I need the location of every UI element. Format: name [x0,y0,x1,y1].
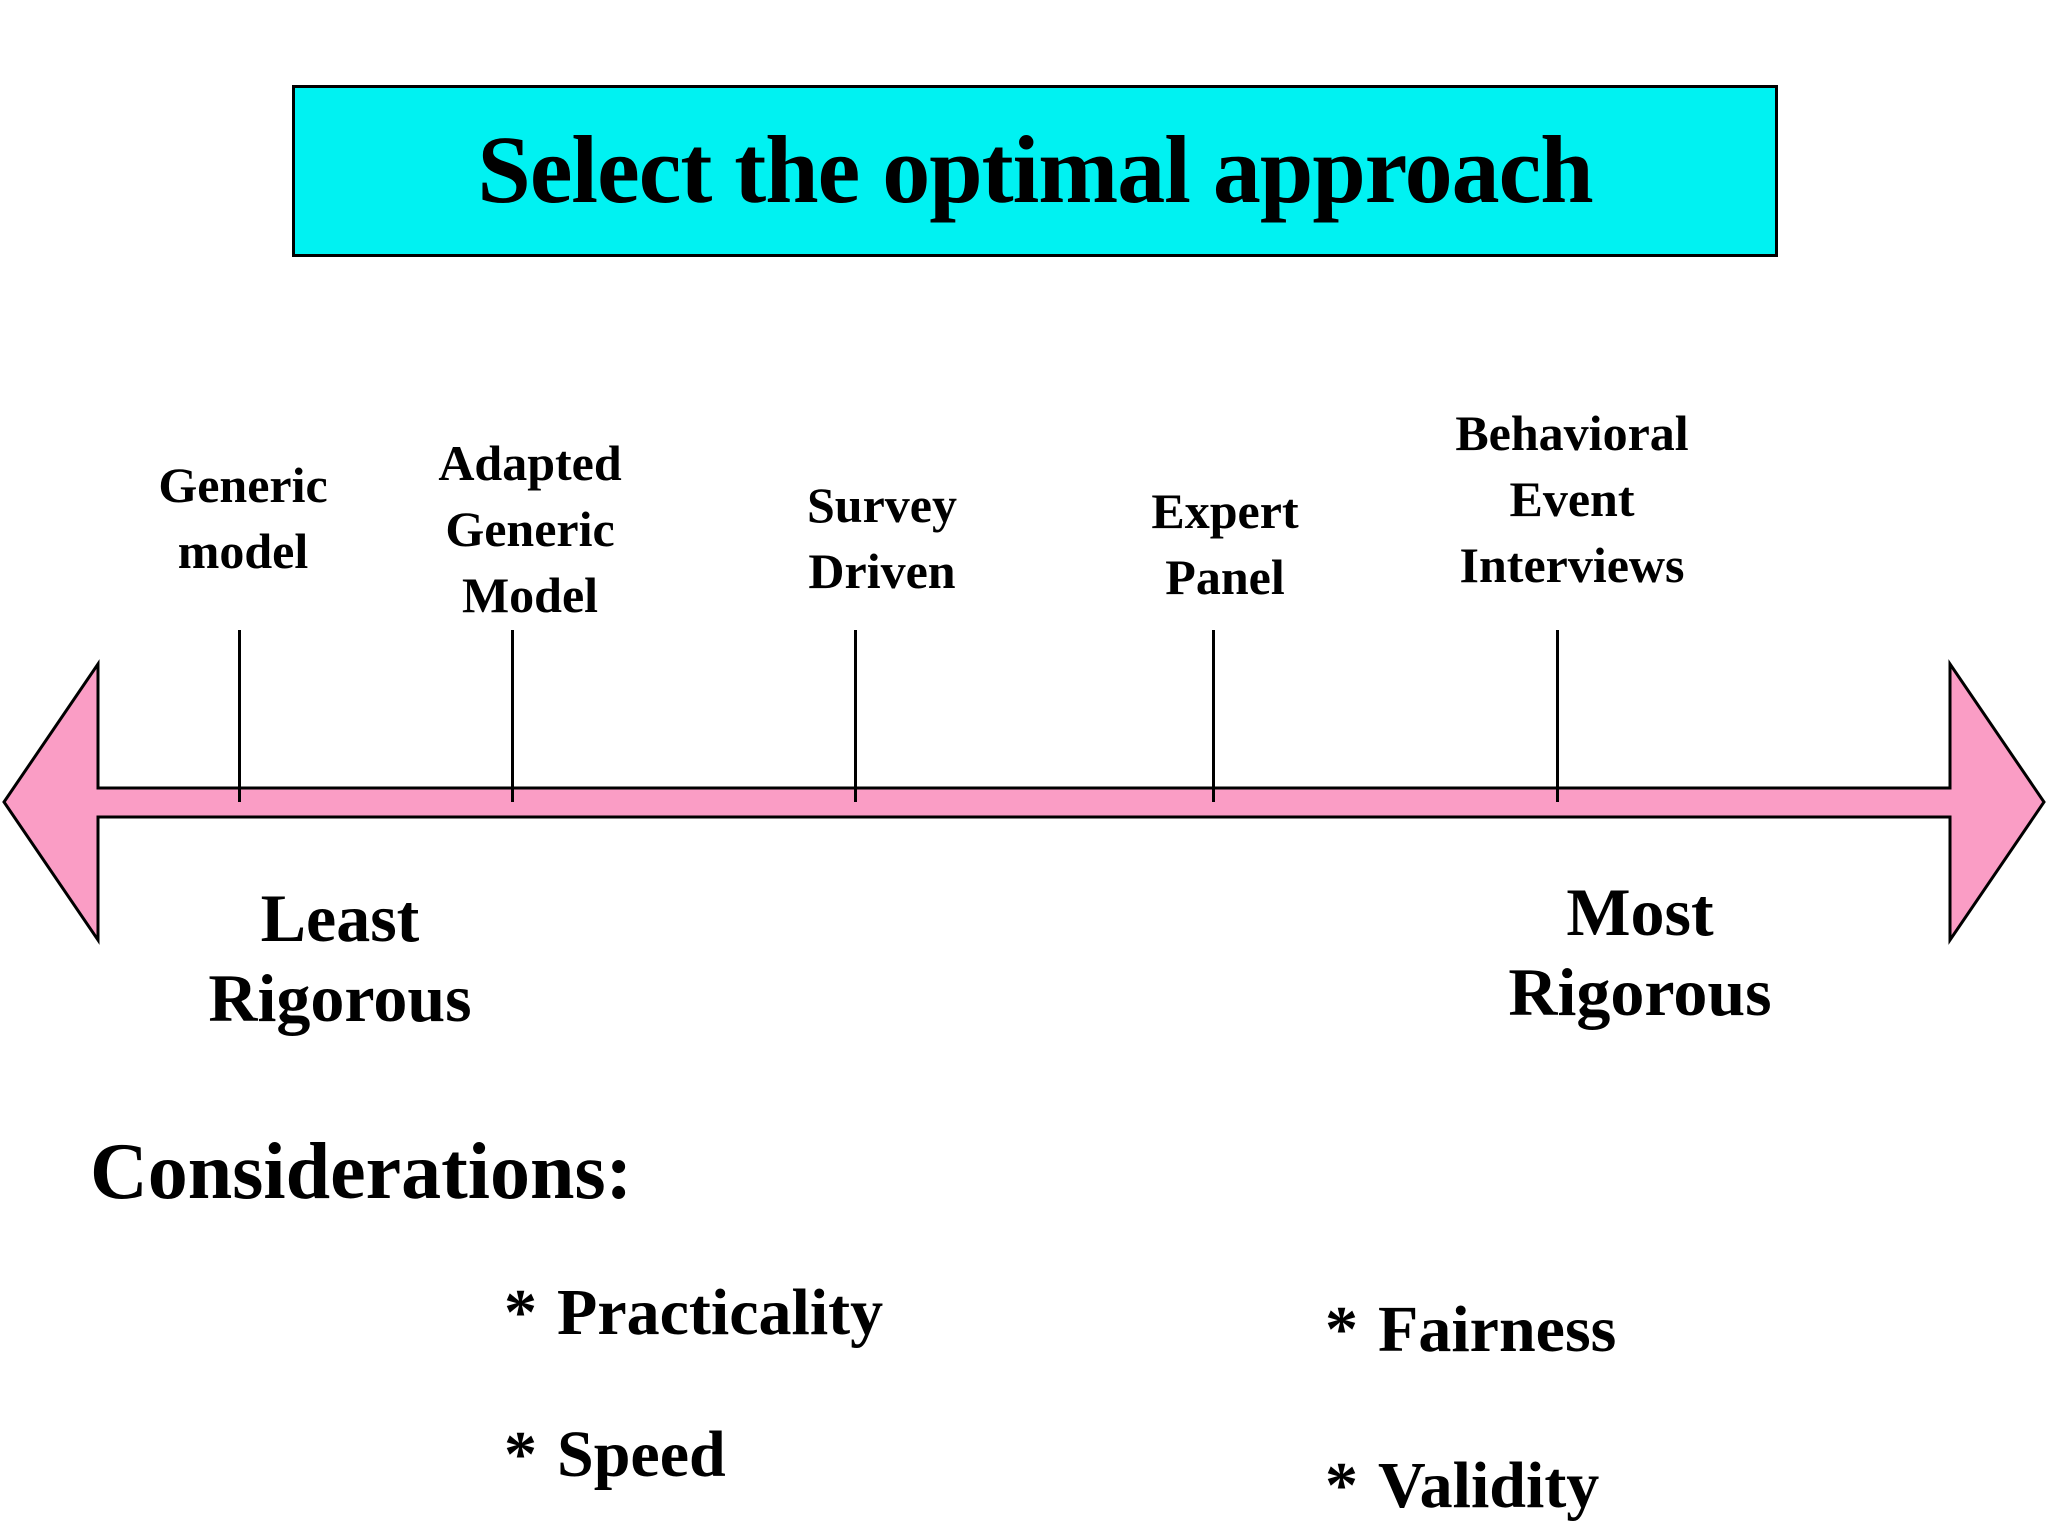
bullet-fairness-label: Fairness [1378,1293,1617,1366]
approach-label-survey-driven: Survey Driven [807,477,957,599]
asterisk-icon: * [1325,1449,1358,1522]
bullet-speed: * Speed [504,1418,726,1492]
bullet-validity-label: Validity [1378,1449,1600,1522]
bullet-fairness: * Fairness [1325,1293,1617,1367]
most-rigorous-label: Most Rigorous [1508,874,1772,1030]
bullet-validity: * Validity [1325,1449,1600,1523]
bullet-practicality: * Practicality [504,1276,884,1350]
least-rigorous-label: Least Rigorous [208,880,472,1036]
approach-label-adapted-generic-model: Adapted Generic Model [438,435,622,623]
bullet-practicality-label: Practicality [557,1276,884,1349]
asterisk-icon: * [504,1418,537,1491]
tick-mark-expert-panel [1212,630,1215,802]
asterisk-icon: * [1325,1293,1358,1366]
approach-label-expert-panel: Expert Panel [1151,483,1299,605]
considerations-heading: Considerations: [90,1128,633,1216]
bullet-speed-label: Speed [557,1418,726,1491]
page-title: Select the optimal approach [477,115,1593,223]
tick-mark-adapted-generic-model [511,630,514,802]
tick-mark-generic-model [238,630,241,802]
double-arrow-shape [2,659,2046,945]
approach-label-generic-model: Generic model [158,457,328,579]
tick-mark-survey-driven [854,630,857,802]
title-box: Select the optimal approach [292,85,1778,257]
approach-label-behavioral-event-interviews: Behavioral Event Interviews [1455,405,1689,593]
tick-mark-behavioral-event-interviews [1556,630,1559,802]
asterisk-icon: * [504,1276,537,1349]
